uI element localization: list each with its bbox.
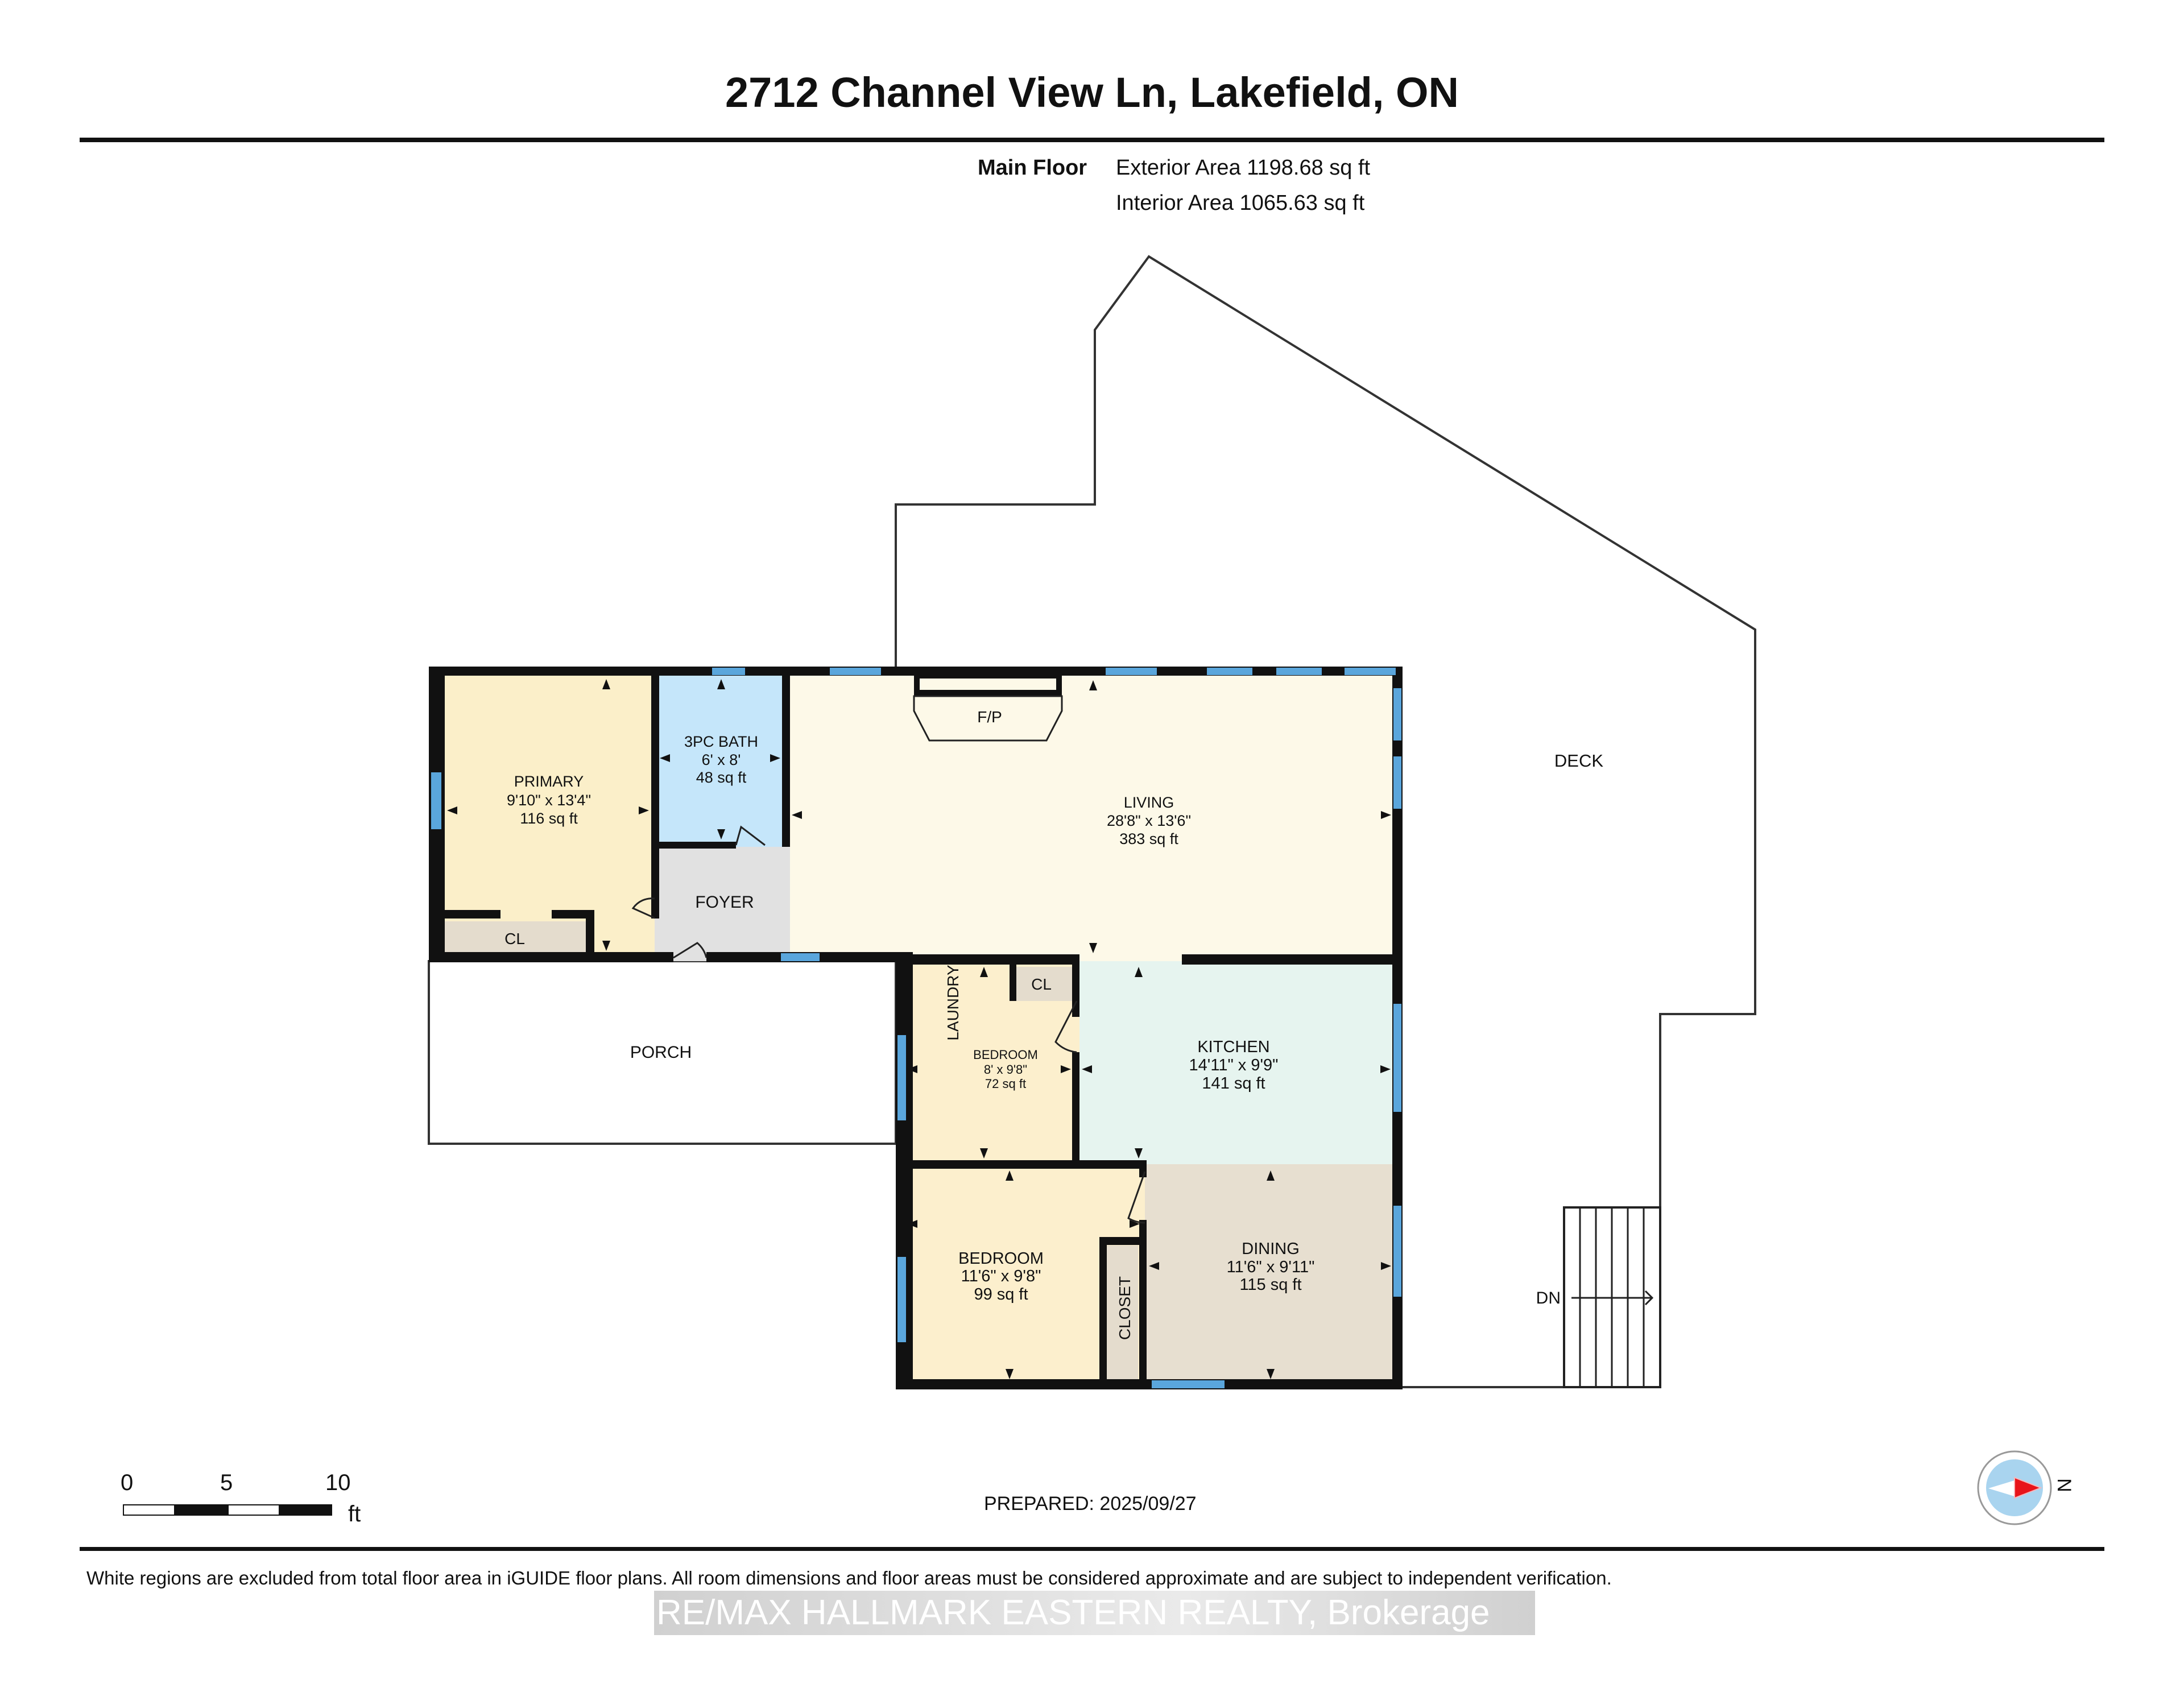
- floor-label: Main Floor: [978, 156, 1087, 180]
- porch: [428, 960, 897, 1145]
- door-swings: [631, 825, 1146, 1224]
- room-bedroom-name: BEDROOM: [958, 1250, 1044, 1268]
- closet-small: [1014, 967, 1073, 1001]
- room-dining-dims: 11'6" x 9'11": [1227, 1258, 1315, 1276]
- room-bedroom-small-area: 72 sq ft: [985, 1077, 1026, 1091]
- scale-tick-10: 10: [325, 1470, 351, 1495]
- room-living-area: 383 sq ft: [1119, 830, 1178, 847]
- room-bedroom-area: 99 sq ft: [974, 1285, 1028, 1304]
- brokerage-watermark: RE/MAX HALLMARK EASTERN REALTY, Brokerag…: [654, 1591, 1535, 1635]
- title-divider: [80, 138, 2104, 142]
- closet-small-label: CL: [1031, 975, 1052, 993]
- room-living-name: LIVING: [1124, 794, 1174, 811]
- prepared-date: PREPARED: 2025/09/27: [984, 1493, 1197, 1515]
- room-dining-area: 115 sq ft: [1239, 1276, 1301, 1294]
- interior-area: Interior Area 1065.63 sq ft: [1116, 191, 1365, 215]
- room-primary-dims: 9'10" x 13'4": [507, 792, 591, 809]
- page-title: 2712 Channel View Ln, Lakefield, ON: [725, 69, 1459, 116]
- footer-divider: [80, 1547, 2104, 1551]
- room-kitchen-area: 141 sq ft: [1202, 1074, 1265, 1093]
- windows: [431, 668, 1401, 1388]
- room-bedroom-small-dims: 8' x 9'8": [984, 1062, 1027, 1077]
- room-kitchen-dims: 14'11" x 9'9": [1189, 1056, 1279, 1074]
- deck-label: DECK: [1554, 751, 1603, 771]
- scale-unit: ft: [348, 1501, 361, 1526]
- room-living-dims: 28'8" x 13'6": [1107, 812, 1191, 829]
- scale-bar: 0 5 10 ft: [119, 1470, 387, 1533]
- room-bath-area: 48 sq ft: [696, 769, 747, 786]
- room-kitchen-name: KITCHEN: [1197, 1038, 1269, 1056]
- room-primary-name: PRIMARY: [514, 773, 584, 790]
- room-bath-dims: 6' x 8': [702, 751, 741, 768]
- stairs: [1563, 1206, 1661, 1388]
- compass-icon: [1977, 1450, 2052, 1525]
- room-foyer-name: FOYER: [695, 893, 754, 912]
- fireplace-label: F/P: [977, 708, 1002, 726]
- room-bath-name: 3PC BATH: [684, 733, 758, 750]
- room-kitchen: [1079, 961, 1401, 1164]
- room-dining: [1145, 1164, 1401, 1387]
- compass-north-label: N: [2053, 1478, 2075, 1492]
- stairs-label: DN: [1536, 1289, 1561, 1308]
- closet-bedroom-label: CLOSET: [1116, 1276, 1134, 1340]
- laundry-label: LAUNDRY: [944, 965, 962, 1041]
- scale-tick-5: 5: [220, 1470, 233, 1495]
- porch-label: PORCH: [630, 1043, 692, 1062]
- scale-tick-0: 0: [121, 1470, 134, 1495]
- closet-bedroom: [1107, 1246, 1138, 1380]
- dimension-arrows: [447, 679, 1391, 1379]
- disclaimer-text: White regions are excluded from total fl…: [86, 1567, 1612, 1588]
- exterior-area: Exterior Area 1198.68 sq ft: [1116, 156, 1371, 180]
- room-living: [790, 668, 1401, 961]
- room-bedroom-dims: 11'6" x 9'8": [961, 1267, 1041, 1285]
- room-bedroom-small-name: BEDROOM: [973, 1048, 1038, 1062]
- room-bath: [655, 668, 790, 847]
- closet-primary-label: CL: [504, 930, 525, 948]
- closet-primary: [444, 921, 586, 954]
- room-primary-area: 116 sq ft: [520, 810, 578, 827]
- room-dining-name: DINING: [1242, 1240, 1300, 1258]
- room-foyer: [655, 847, 790, 961]
